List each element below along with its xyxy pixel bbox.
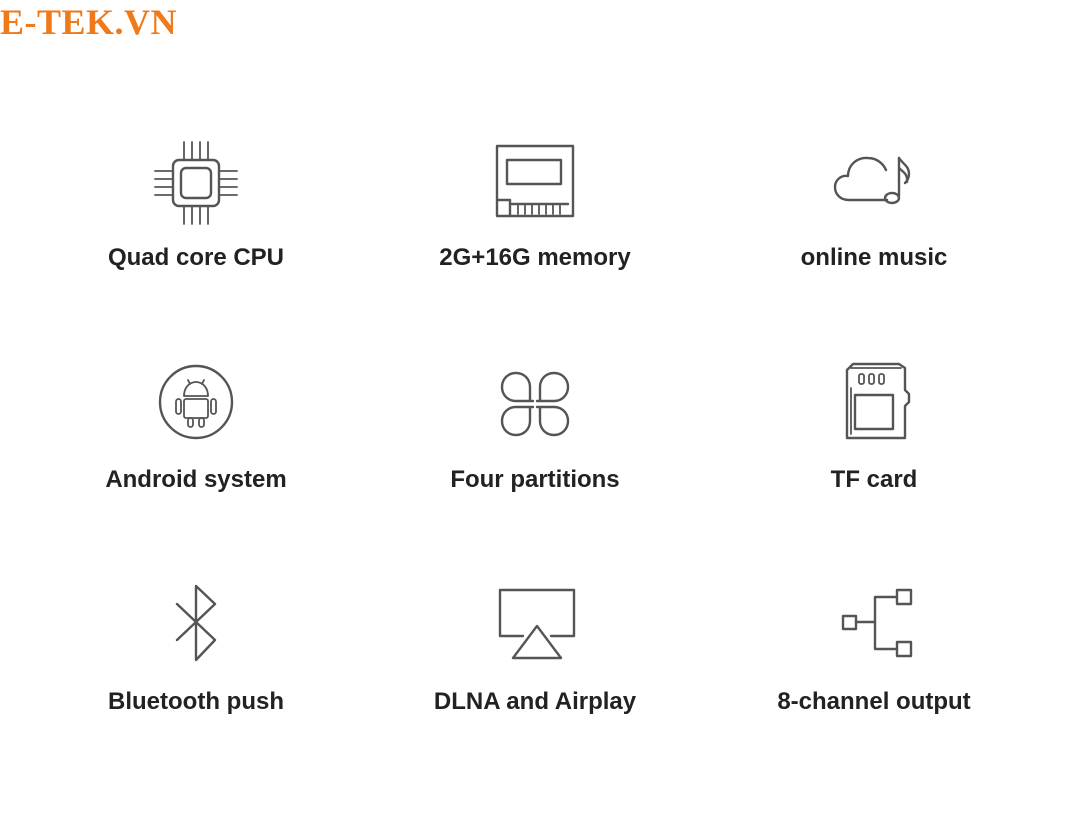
feature-label: Four partitions [450,466,620,493]
android-icon [151,360,241,450]
feature-four-partitions: Four partitions [385,360,685,510]
four-petal-partitions-icon [490,360,580,450]
feature-label: Quad core CPU [107,244,285,271]
memory-module-icon [490,138,580,228]
feature-label: TF card [830,466,918,493]
feature-cpu: Quad core CPU [46,138,346,288]
feature-label: Android system [105,466,287,493]
feature-label: Bluetooth push [108,688,284,715]
feature-label: 2G+16G memory [439,244,631,271]
feature-memory: 2G+16G memory [385,138,685,288]
feature-label: online music [800,244,948,271]
feature-label: 8-channel output [777,688,971,715]
feature-label: DLNA and Airplay [433,688,637,715]
brand-logo: E-TEK.VN [0,2,178,42]
cpu-chip-icon [151,138,241,228]
cloud-music-icon [829,138,919,228]
airplay-icon [490,582,580,672]
sd-card-icon [829,360,919,450]
feature-dlna-airplay: DLNA and Airplay [385,582,685,732]
feature-online-music: online music [724,138,1024,288]
bluetooth-icon [151,582,241,672]
feature-8-channel-output: 8-channel output [724,582,1024,732]
feature-android: Android system [46,360,346,510]
feature-bluetooth: Bluetooth push [46,582,346,732]
feature-tf-card: TF card [724,360,1024,510]
channel-output-icon [829,582,919,672]
